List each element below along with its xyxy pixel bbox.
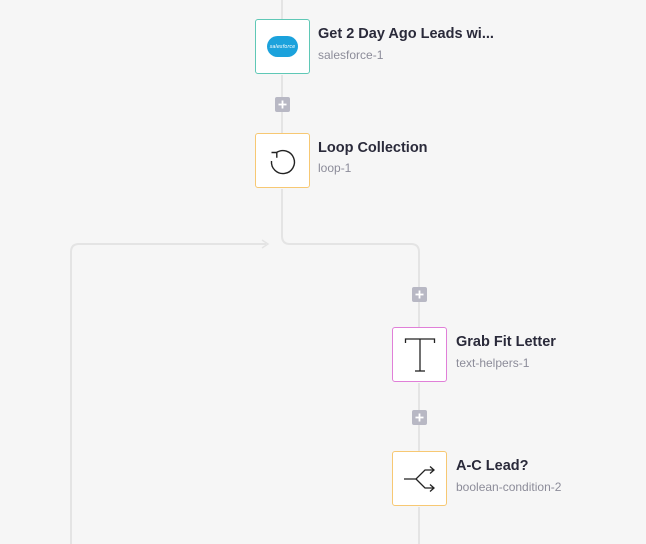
salesforce-node-title[interactable]: Get 2 Day Ago Leads wi... [318, 26, 494, 42]
add-step-button[interactable] [412, 410, 427, 425]
plus-icon [415, 290, 424, 299]
salesforce-logo-text: salesforce [269, 43, 296, 50]
text-t-icon [404, 337, 435, 372]
text-helper-node-subtitle: text-helpers-1 [456, 356, 530, 370]
text-helper-node[interactable] [392, 327, 447, 382]
salesforce-node-subtitle: salesforce-1 [318, 48, 384, 62]
salesforce-node[interactable]: salesforce [255, 19, 310, 74]
loop-back-line [70, 243, 266, 544]
add-step-button[interactable] [275, 97, 290, 112]
loop-node-subtitle: loop-1 [318, 161, 352, 175]
loop-node-title[interactable]: Loop Collection [318, 140, 428, 156]
salesforce-logo-icon: salesforce [267, 36, 298, 57]
plus-icon [415, 413, 424, 422]
loop-node[interactable] [255, 133, 310, 188]
boolean-condition-node-subtitle: boolean-condition-2 [456, 480, 562, 494]
connector-loop-branch [281, 189, 420, 327]
boolean-condition-node-title[interactable]: A-C Lead? [456, 458, 529, 474]
text-helper-node-title[interactable]: Grab Fit Letter [456, 334, 556, 350]
add-step-button[interactable] [412, 287, 427, 302]
boolean-condition-node[interactable] [392, 451, 447, 506]
loop-back-arrow [261, 239, 270, 249]
branch-split-icon [403, 465, 435, 492]
loop-icon [270, 149, 295, 174]
plus-icon [278, 100, 287, 109]
